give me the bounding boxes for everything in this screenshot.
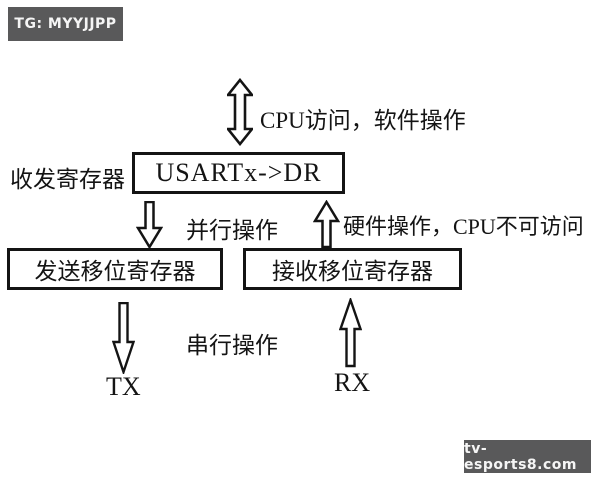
serial-operation-annotation: 串行操作 xyxy=(186,333,278,358)
dr-register-side-label: 收发寄存器 xyxy=(10,167,125,192)
cpu-access-annotation: CPU访问，软件操作 xyxy=(260,108,466,133)
tx-pin-label: TX xyxy=(106,372,141,401)
hardware-up-arrow-icon xyxy=(313,200,340,248)
watermark-bottom-right-badge: tv-esports8.com xyxy=(464,440,591,473)
parallel-down-arrow-icon xyxy=(136,201,163,249)
watermark-top-left-badge: TG: MYYJJPP xyxy=(8,7,123,41)
tx-shift-register-box: 发送移位寄存器 xyxy=(7,248,223,290)
tx-serial-down-arrow-icon xyxy=(112,302,135,374)
hardware-operation-annotation: 硬件操作，CPU不可访问 xyxy=(343,214,584,239)
usart-dr-register-box: USARTx->DR xyxy=(132,152,345,194)
rx-shift-register-box: 接收移位寄存器 xyxy=(243,248,462,290)
parallel-operation-annotation: 并行操作 xyxy=(186,218,278,243)
rx-serial-up-arrow-icon xyxy=(339,298,362,368)
rx-pin-label: RX xyxy=(334,368,371,397)
cpu-access-double-arrow-icon xyxy=(227,78,253,146)
